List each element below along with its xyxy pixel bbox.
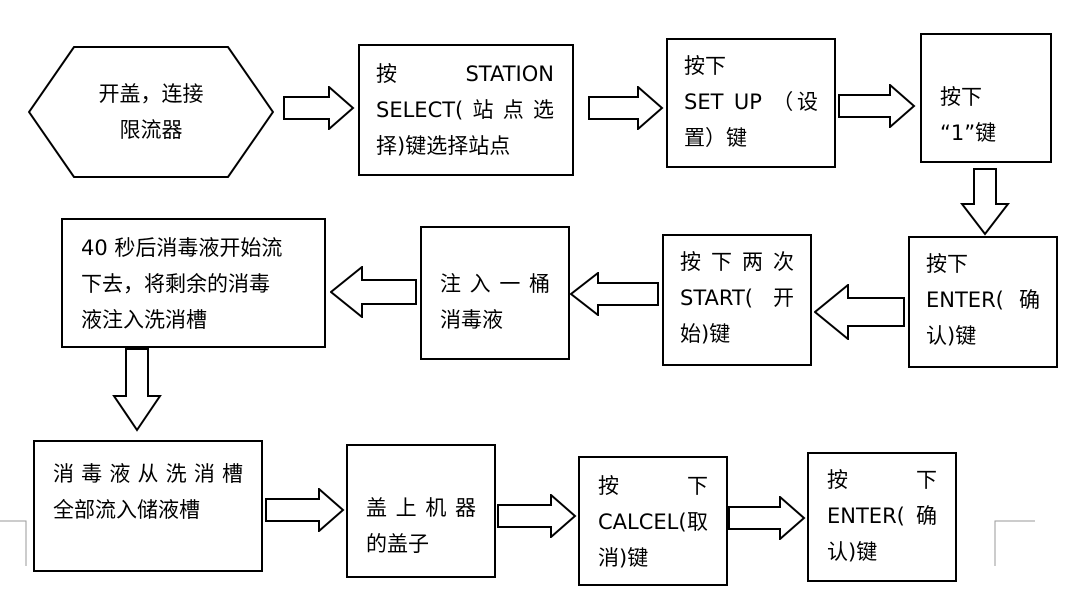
step-1-open-lid-hexagon: 开盖，连接 限流器 (28, 46, 274, 178)
step-1-line-1: 开盖，连接 (98, 82, 204, 106)
step-2-line-1: 按 STATION (376, 62, 554, 86)
arrow-left-5-to-6 (814, 284, 905, 340)
step-2-line-2: SELECT(站点选 (376, 98, 554, 122)
step-6-line-1: 按下两次 (680, 250, 794, 274)
step-9-line-2: 全部流入储液槽 (53, 498, 200, 522)
hexagon-shape (28, 46, 274, 178)
arrow-right-1-to-2 (283, 86, 355, 130)
step-12-line-1: 按 下 (827, 468, 937, 492)
step-5-line-1: 按下 (926, 252, 968, 276)
step-9-line-1: 消毒液从洗消槽 (53, 462, 243, 486)
arrow-right-2-to-3 (588, 86, 664, 130)
step-6-start-twice-box: 按下两次 START( 开 始)键 (662, 234, 812, 366)
arrow-left-7-to-8 (330, 266, 417, 318)
step-12-line-3: 认)键 (827, 540, 878, 564)
arrow-down-4-to-5 (960, 168, 1010, 236)
arrow-right-10-to-11 (497, 494, 577, 538)
step-9-drain-box: 消毒液从洗消槽 全部流入储液槽 (33, 440, 263, 572)
step-10-line-1: 盖上机器 (366, 496, 476, 520)
step-6-line-3: 始)键 (680, 322, 731, 346)
step-4-line-2: “1”键 (940, 121, 997, 145)
step-12-line-2: ENTER( 确 (827, 504, 937, 528)
page-corner-mark-left (0, 520, 27, 566)
arrow-right-11-to-12 (728, 496, 806, 540)
arrow-left-6-to-7 (570, 272, 659, 316)
step-8-wait-40s-box: 40 秒后消毒液开始流 下去，将剩余的消毒 液注入洗消槽 (61, 218, 326, 348)
step-11-line-1: 按 下 (598, 474, 708, 498)
step-10-line-2: 的盖子 (366, 532, 429, 556)
step-11-line-3: 消)键 (598, 546, 649, 570)
step-1-text: 开盖，连接 限流器 (28, 46, 274, 178)
step-2-line-3: 择)键选择站点 (376, 134, 511, 158)
step-7-line-1: 注入一桶 (440, 272, 550, 296)
step-5-line-3: 认)键 (926, 324, 977, 348)
step-8-line-1: 40 秒后消毒液开始流 (81, 236, 283, 260)
step-12-enter-box: 按 下 ENTER( 确 认)键 (807, 452, 957, 582)
step-8-line-3: 液注入洗消槽 (81, 308, 207, 332)
page-corner-mark-right (994, 520, 1035, 566)
step-7-pour-disinfectant-box: 注入一桶 消毒液 (420, 226, 570, 360)
step-4-line-1: 按下 (940, 85, 982, 109)
step-3-line-3: 置）键 (684, 126, 747, 150)
step-3-setup-box: 按下 SET UP （设 置）键 (666, 38, 836, 168)
step-5-line-2: ENTER( 确 (926, 288, 1040, 312)
step-10-close-lid-box: 盖上机器 的盖子 (346, 444, 496, 578)
arrow-right-9-to-10 (265, 488, 345, 532)
arrow-right-3-to-4 (838, 84, 916, 128)
step-2-station-select-box: 按 STATION SELECT(站点选 择)键选择站点 (358, 44, 574, 176)
step-6-line-2: START( 开 (680, 286, 794, 310)
step-3-line-2: SET UP （设 (684, 90, 818, 114)
step-1-line-2: 限流器 (119, 118, 183, 142)
step-3-line-1: 按下 (684, 54, 726, 78)
step-5-enter-box: 按下 ENTER( 确 认)键 (908, 236, 1058, 368)
step-11-line-2: CALCEL(取 (598, 510, 708, 534)
step-8-line-2: 下去，将剩余的消毒 (81, 272, 270, 296)
arrow-down-8-to-9 (112, 348, 162, 432)
step-4-key-1-box: 按下 “1”键 (920, 33, 1052, 163)
step-11-cancel-box: 按 下 CALCEL(取 消)键 (578, 456, 728, 586)
step-7-line-2: 消毒液 (440, 308, 503, 332)
